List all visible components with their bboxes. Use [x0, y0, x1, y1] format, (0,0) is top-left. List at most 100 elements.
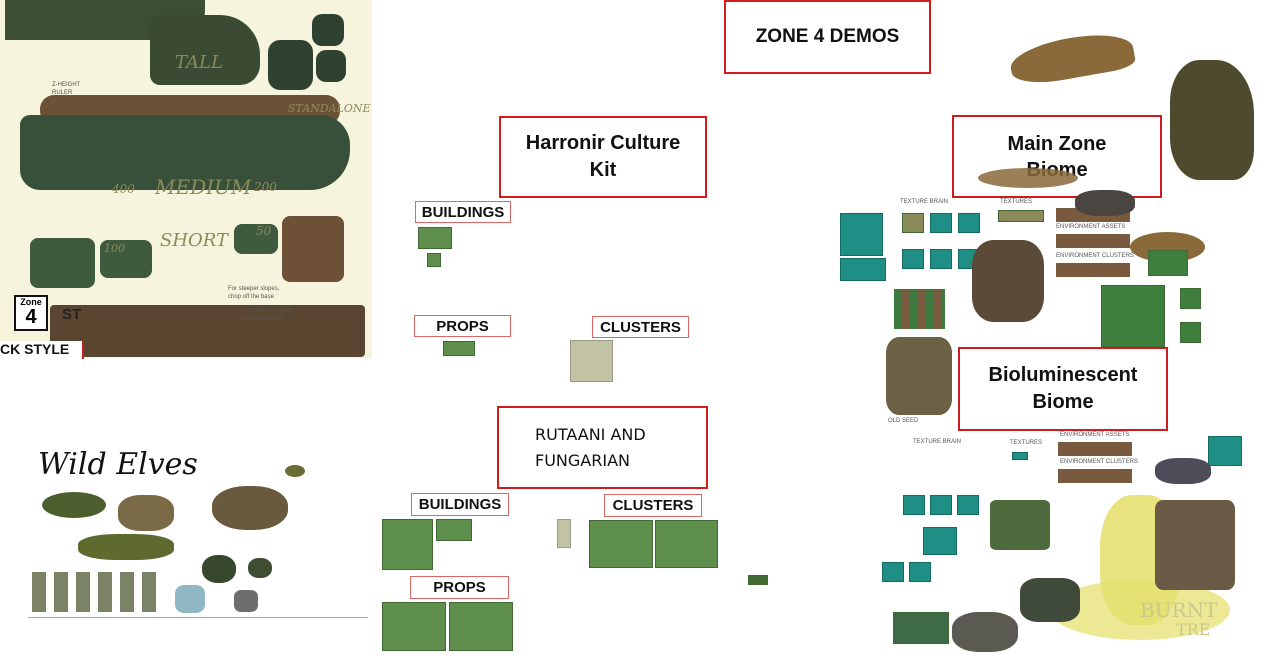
zone-4-demos-title: ZONE 4 DEMOS [724, 0, 931, 74]
bio-teal-3 [957, 495, 979, 515]
main-zone-grass-tile-2 [1180, 288, 1201, 309]
main-zone-title-line1: Main Zone [1007, 132, 1107, 155]
zone-4-demos-text: ZONE 4 DEMOS [755, 26, 900, 47]
main-zone-tree-cluster [972, 240, 1044, 322]
rutaani-building-tile-1 [382, 519, 433, 570]
standalone-label: STANDALONE [288, 102, 371, 115]
short-label: SHORT [160, 230, 229, 251]
wild-elves-stump [234, 590, 258, 612]
wild-elves-bush-2 [248, 558, 272, 578]
note-steeper-2: chop off the base [228, 294, 274, 300]
height-ruler-board: TALL STANDALONE MEDIUM 400 200 SHORT 100… [0, 0, 372, 359]
num-100-label: 100 [104, 242, 125, 255]
bio-sketch-text-2: TRE [1176, 620, 1211, 639]
wild-elves-plant-3 [212, 486, 288, 530]
tall-cliff-terrain-2 [150, 15, 260, 85]
wild-elves-plant-2 [118, 495, 174, 531]
medium-cliff-terrain [20, 115, 350, 190]
rutaani-prop-tile-2 [449, 602, 513, 651]
bio-teal-6 [909, 562, 931, 582]
main-zone-asset-strip-2 [1056, 234, 1130, 248]
main-zone-tex-3 [958, 213, 980, 233]
main-zone-grass-tile-1 [1101, 285, 1165, 347]
bio-hut [1155, 500, 1235, 590]
bio-teal-5 [882, 562, 904, 582]
short-cliff-4 [282, 216, 344, 282]
main-zone-grass-tile-4 [1148, 250, 1188, 276]
bio-env-clusters: ENVIRONMENT CLUSTERS [1060, 459, 1138, 465]
main-zone-textures: TEXTURES [1000, 199, 1033, 205]
bio-teal-7 [1208, 436, 1242, 466]
bio-moss-block [990, 500, 1050, 550]
bio-teal-2 [930, 495, 952, 515]
standalone-rock-3 [316, 50, 346, 82]
rutaani-building-tile-2 [436, 519, 472, 541]
rutaani-title: RUTAANI AND FUNGARIAN [497, 406, 708, 489]
short-cliff-2 [100, 240, 152, 278]
harronir-title-line2: Kit [589, 159, 617, 181]
main-zone-boulders [1075, 190, 1135, 216]
main-zone-old-seed: OLD SEED [888, 418, 919, 424]
rutaani-props-label: PROPS [410, 576, 509, 599]
main-zone-tex-7 [998, 210, 1044, 222]
wild-elves-bush [202, 555, 236, 583]
main-zone-tex-2 [930, 213, 952, 233]
bio-asset-strip-1 [1058, 442, 1132, 456]
short-cliff-1 [30, 238, 95, 288]
harronir-clusters-tile [570, 340, 613, 382]
harronir-building-tile-2 [427, 253, 441, 267]
main-zone-grass-tile-3 [1180, 322, 1201, 343]
ruler-caption-1: Z-HEIGHT [52, 82, 81, 88]
bio-boulders [1155, 458, 1211, 484]
main-zone-old-seed-image [886, 337, 952, 415]
wild-elves-plant-1 [42, 492, 106, 518]
main-zone-env-clusters: ENVIRONMENT CLUSTERS [1056, 253, 1134, 259]
harronir-title: Harronir Culture Kit [499, 116, 707, 198]
rutaani-buildings-label: BUILDINGS [411, 493, 509, 516]
bio-teal-1 [903, 495, 925, 515]
rutaani-title-line1: RUTAANI AND [535, 424, 646, 444]
partial-st-label: ST [62, 306, 82, 323]
bio-sketch-text-1: BURNT [1140, 598, 1218, 622]
twisted-tree-right [1170, 60, 1254, 180]
bio-moss-tile [893, 612, 949, 644]
bottom-slope-strip [50, 305, 365, 357]
rutaani-cluster-tile-1 [589, 520, 653, 568]
wild-elves-small-plant [285, 465, 305, 477]
harronir-buildings-label: BUILDINGS [415, 201, 511, 223]
harronir-props-label: PROPS [414, 315, 511, 337]
num-50-label: 50 [256, 224, 272, 238]
wild-elves-crystal [175, 585, 205, 613]
bioluminescent-title-line1: Bioluminescent [988, 364, 1138, 386]
standalone-rock-1 [268, 40, 313, 90]
wild-elves-title: Wild Elves [38, 447, 198, 482]
rutaani-small-dots [748, 575, 768, 585]
short-cliff-3 [234, 224, 278, 254]
num-200-label: 200 [254, 180, 277, 194]
bio-glow-roots [1050, 580, 1230, 640]
bioluminescent-biome-title: Bioluminescent Biome [958, 347, 1168, 431]
bio-rock-cluster [952, 612, 1018, 652]
main-zone-teal-1 [840, 213, 883, 256]
bio-asset-strip-2 [1058, 469, 1132, 483]
zone-badge: Zone 4 [14, 295, 48, 331]
main-zone-stripe-tile [894, 289, 945, 329]
rutaani-cluster-tile-2 [655, 520, 718, 568]
main-zone-root-overlay [978, 168, 1078, 188]
wild-elves-leaves-row [32, 572, 162, 612]
standalone-rock-2 [312, 14, 344, 46]
main-zone-tex-1 [902, 213, 924, 233]
main-zone-tex-5 [930, 249, 952, 269]
main-zone-tex-4 [902, 249, 924, 269]
note-shorter-1: Cut shorter heights, [242, 308, 295, 314]
note-steeper-1: For steeper slopes, [228, 286, 280, 292]
zone-badge-number: 4 [25, 306, 37, 328]
bioluminescent-title-line2: Biome [1032, 391, 1094, 413]
rutaani-building-tile-3 [557, 519, 571, 548]
ruler-caption-2: RULER [52, 90, 73, 96]
bio-teal-4 [923, 527, 957, 555]
bio-texture-strip [1012, 452, 1028, 460]
harronir-clusters-label: CLUSTERS [592, 316, 689, 338]
main-zone-teal-2 [840, 258, 886, 281]
rutaani-title-line2: FUNGARIAN [535, 450, 630, 470]
